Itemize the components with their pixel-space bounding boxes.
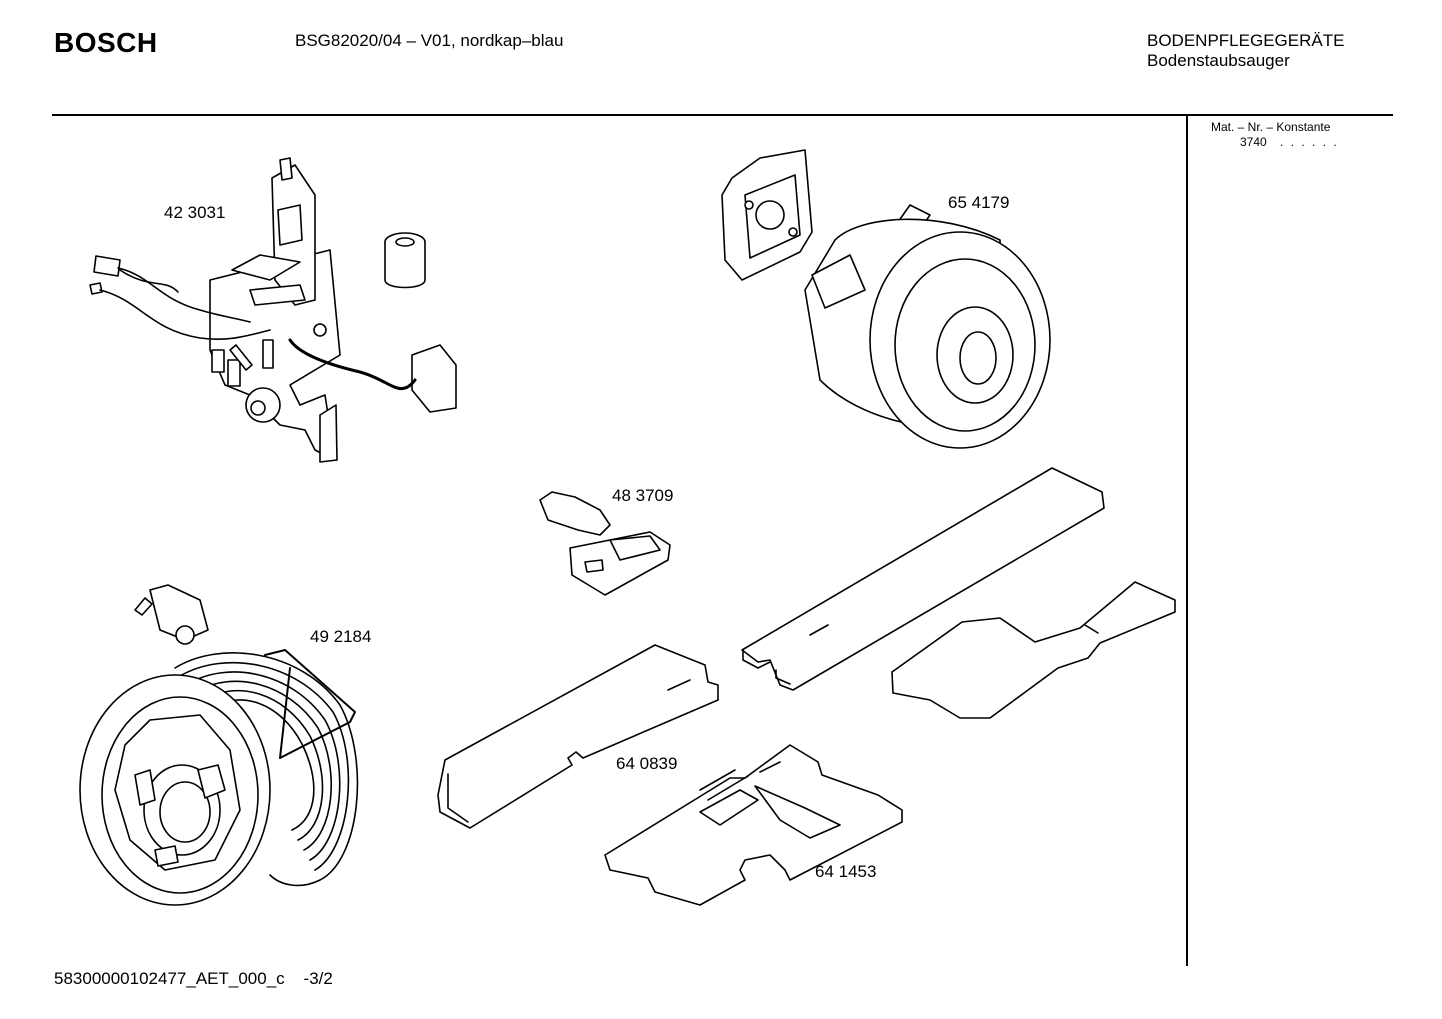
part-number-label: 49 2184 bbox=[310, 627, 372, 646]
brand-logo: BOSCH bbox=[54, 27, 158, 58]
part-number-label: 64 1453 bbox=[815, 862, 877, 881]
mat-number-value: 3740 bbox=[1240, 135, 1267, 149]
sidebar-divider bbox=[1186, 116, 1188, 966]
document-id: 58300000102477_AET_000_c -3/2 bbox=[54, 969, 333, 988]
category-subtitle: Bodenstaubsauger bbox=[1147, 51, 1290, 70]
header-divider bbox=[52, 114, 1393, 116]
part-number-label: 65 4179 bbox=[948, 193, 1010, 212]
shaped-pad-icon bbox=[891, 581, 1176, 719]
filter-strip-icon bbox=[741, 467, 1105, 691]
part-number-label: 42 3031 bbox=[164, 203, 226, 222]
mat-number-dots: . . . . . . bbox=[1280, 135, 1339, 149]
filter-pad-icon bbox=[437, 644, 719, 829]
model-line: BSG82020/04 – V01, nordkap–blau bbox=[295, 31, 564, 50]
part-number-label: 64 0839 bbox=[616, 754, 678, 773]
switch-board-assembly-icon bbox=[89, 157, 457, 463]
mat-number-label: Mat. – Nr. – Konstante bbox=[1211, 120, 1331, 134]
filter-pad-bottom-icon bbox=[604, 744, 903, 906]
clip-holder-icon bbox=[539, 491, 671, 596]
part-number-label: 48 3709 bbox=[612, 486, 674, 505]
motor-icon bbox=[721, 149, 1051, 449]
category-title: BODENPFLEGEGERÄTE bbox=[1147, 31, 1345, 50]
cable-reel-icon bbox=[79, 584, 359, 906]
